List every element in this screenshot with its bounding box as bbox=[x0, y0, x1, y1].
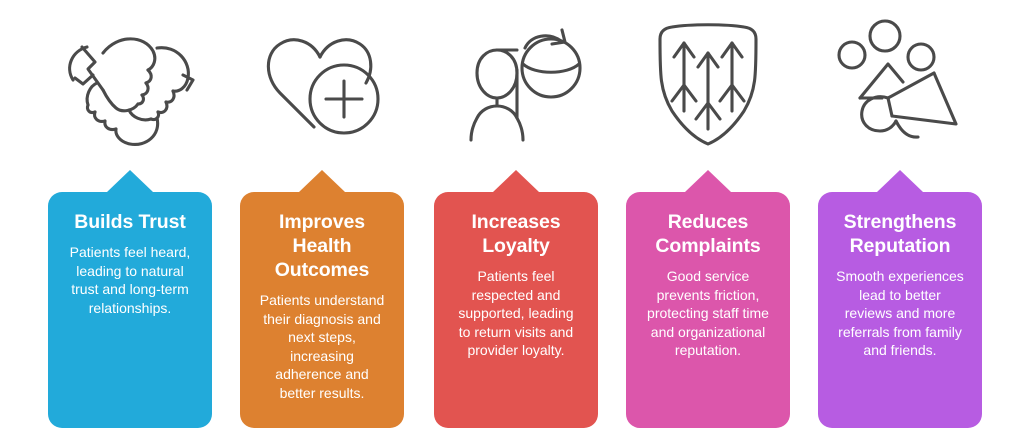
card-body: Patients understand their diagnosis and … bbox=[259, 292, 385, 401]
benefit-column-strengthens-reputation: Strengthens Reputation Smooth experience… bbox=[818, 0, 982, 445]
card-pointer bbox=[493, 170, 539, 192]
benefit-column-builds-trust: Builds Trust Patients feel heard, leadin… bbox=[48, 0, 212, 445]
card-title: Strengthens Reputation bbox=[843, 211, 957, 257]
benefit-column-reduces-complaints: Reduces Complaints Good service prevents… bbox=[626, 0, 790, 445]
benefit-card[interactable]: Improves Health Outcomes Patients unders… bbox=[240, 170, 404, 428]
benefit-card[interactable]: Increases Loyalty Patients feel respecte… bbox=[434, 170, 598, 428]
card-title: Builds Trust bbox=[74, 211, 186, 233]
shield-arrows-icon bbox=[633, 14, 783, 154]
card-title: Increases Loyalty bbox=[471, 211, 561, 257]
benefit-card[interactable]: Reduces Complaints Good service prevents… bbox=[626, 170, 790, 428]
card-pointer bbox=[107, 170, 153, 192]
heart-plus-icon bbox=[247, 14, 397, 154]
benefit-column-increases-loyalty: Increases Loyalty Patients feel respecte… bbox=[434, 0, 598, 445]
benefit-column-improves-health-outcomes: Improves Health Outcomes Patients unders… bbox=[240, 0, 404, 445]
teamwork-hands-icon bbox=[55, 14, 205, 154]
card-body: Patients feel heard, leading to natural … bbox=[69, 244, 191, 316]
returning-patient-icon bbox=[441, 14, 591, 154]
card-pointer bbox=[299, 170, 345, 192]
card-pointer bbox=[685, 170, 731, 192]
card-title: Improves Health Outcomes bbox=[274, 211, 370, 281]
card-body: Good service prevents friction, protecti… bbox=[647, 268, 769, 358]
benefit-card[interactable]: Builds Trust Patients feel heard, leadin… bbox=[48, 170, 212, 428]
benefit-card[interactable]: Strengthens Reputation Smooth experience… bbox=[818, 170, 982, 428]
card-body: Smooth experiences lead to better review… bbox=[836, 268, 964, 358]
card-pointer bbox=[877, 170, 923, 192]
card-title: Reduces Complaints bbox=[655, 211, 761, 257]
card-body: Patients feel respected and supported, l… bbox=[458, 268, 574, 358]
megaphone-icon bbox=[825, 14, 975, 154]
